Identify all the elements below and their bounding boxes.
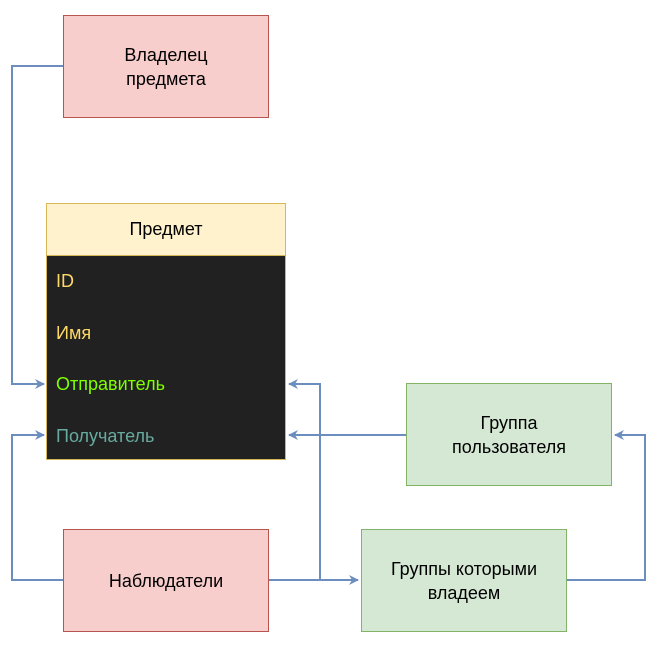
edge-owned-groups-to-user-group	[567, 430, 646, 581]
node-user-group-label: Группа пользователя	[452, 412, 566, 457]
node-owned-groups[interactable]: Группы которыми владеем	[361, 529, 567, 632]
entity-field-receiver[interactable]: Получатель	[47, 411, 285, 463]
entity-field-name[interactable]: Имя	[47, 308, 285, 360]
entity-field-sender-label: Отправитель	[56, 374, 165, 395]
entity-field-id[interactable]: ID	[47, 256, 285, 308]
entity-field-sender[interactable]: Отправитель	[47, 359, 285, 411]
entity-field-id-label: ID	[56, 271, 74, 292]
entity-field-name-label: Имя	[56, 322, 92, 343]
edge-owner-to-sender	[11, 65, 63, 389]
node-user-group[interactable]: Группа пользователя	[406, 383, 612, 486]
entity-field-receiver-label: Получатель	[56, 425, 155, 446]
node-item-owner-label: Владелец предмета	[124, 44, 208, 89]
edge-watchers-to-receiver	[11, 430, 63, 581]
entity-item[interactable]: Предмет ID Имя Отправитель Получатель	[46, 203, 286, 460]
entity-item-title: Предмет	[47, 204, 285, 256]
node-owned-groups-label: Группы которыми владеем	[390, 558, 538, 603]
node-watchers[interactable]: Наблюдатели	[63, 529, 269, 632]
node-item-owner[interactable]: Владелец предмета	[63, 15, 269, 118]
node-watchers-label: Наблюдатели	[108, 570, 224, 591]
